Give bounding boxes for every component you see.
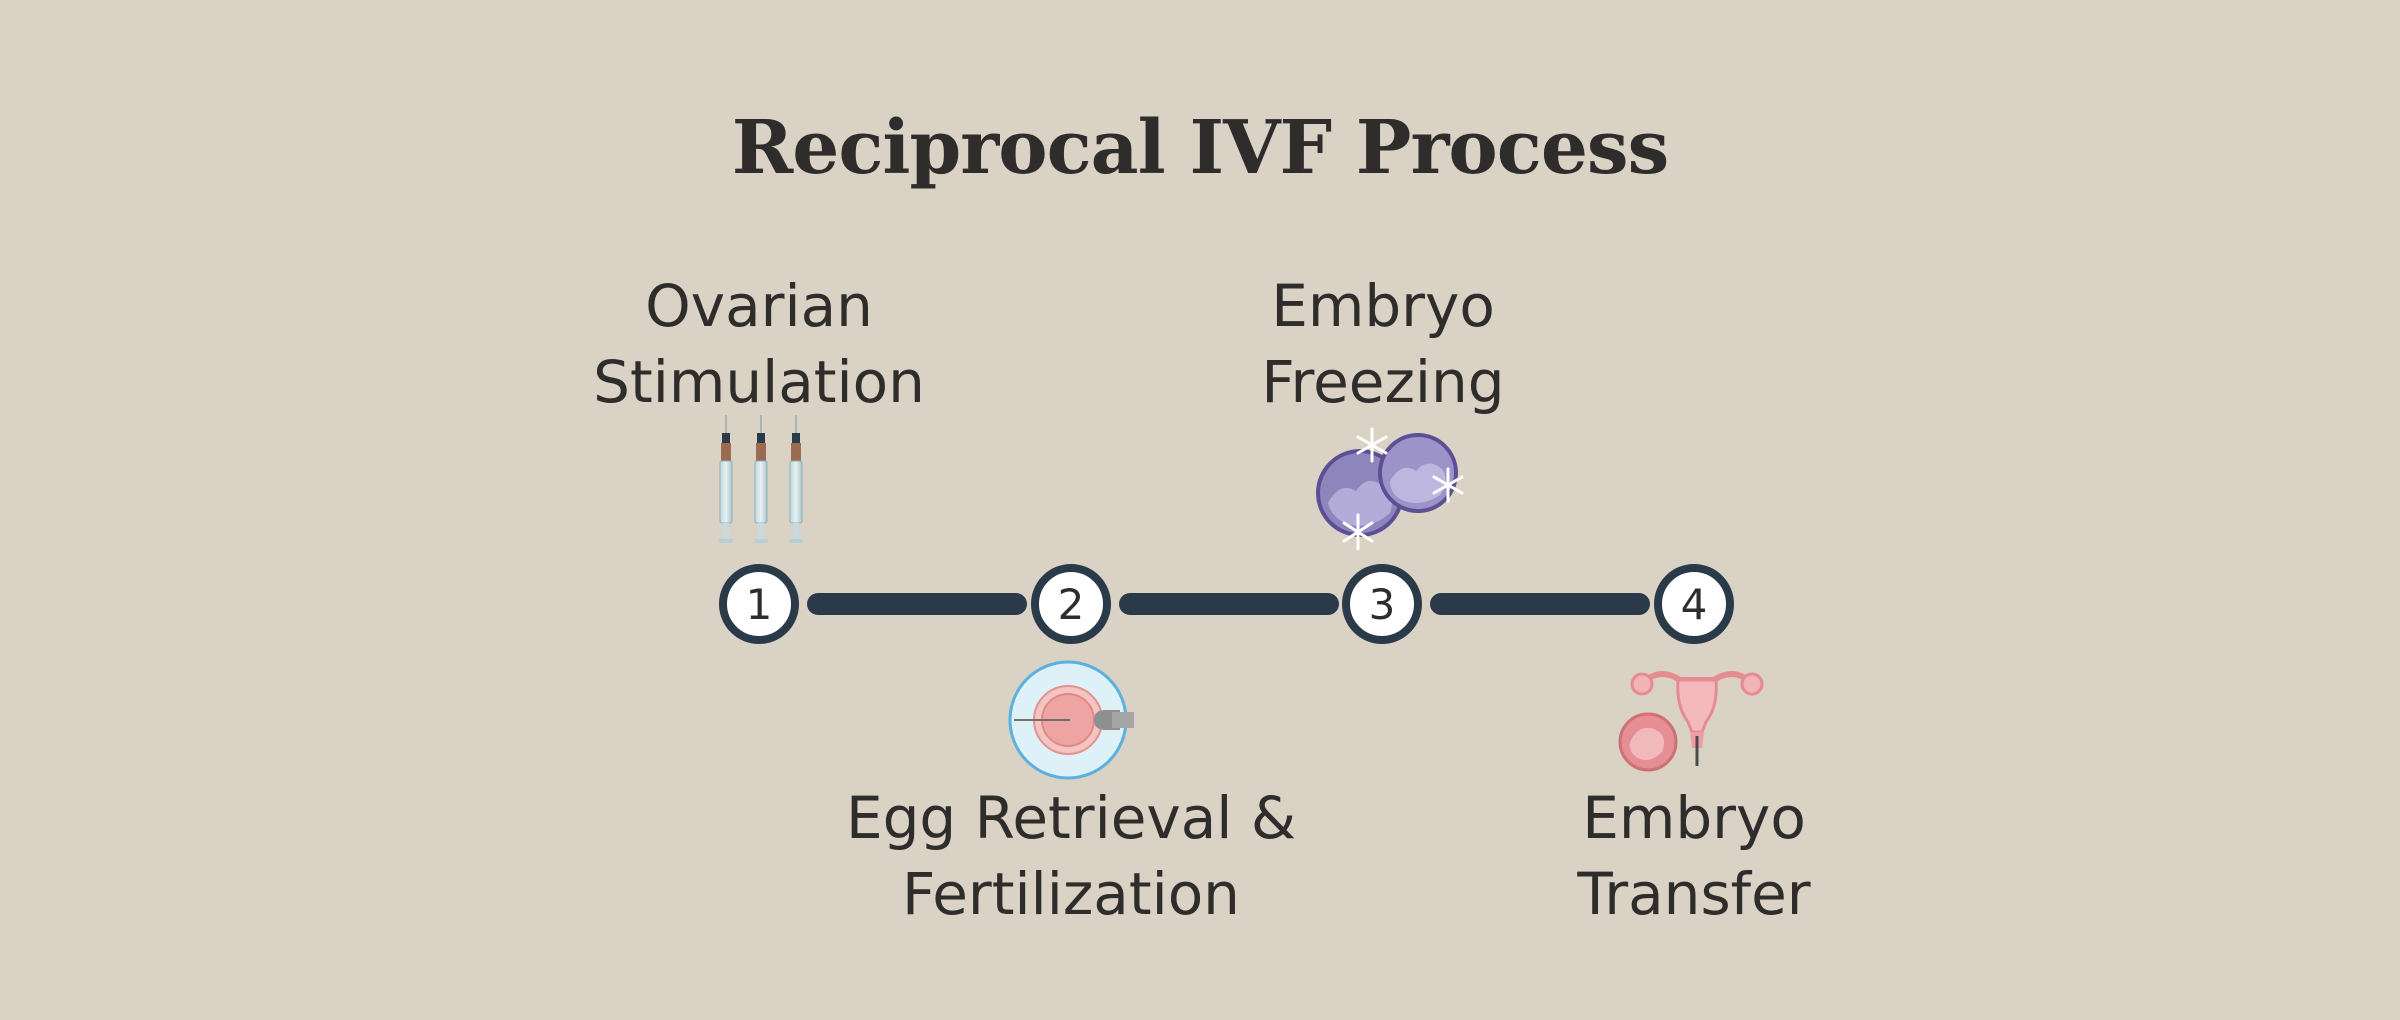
diagram-title: Reciprocal IVF Process [731,105,1670,191]
step-4-node: 4 [1654,564,1734,644]
step-2-label-line2: Fertilization [902,860,1240,928]
step-3-label-line1: Embryo [1271,272,1495,340]
snowflake-icon [1432,467,1464,503]
step-3-node: 3 [1342,564,1422,644]
frozen-embryos-icon [1316,427,1464,551]
step-1-label: Ovarian Stimulation [499,268,1019,420]
syringes-icon [719,415,803,543]
uterus-transfer-icon [1618,671,1764,772]
syringe-icon [754,415,768,543]
step-1-number: 1 [746,580,773,629]
step-1-node: 1 [719,564,799,644]
step-1-label-line2: Stimulation [593,348,925,416]
step-1-label-line1: Ovarian [645,272,873,340]
step-4-label-line2: Transfer [1577,860,1811,928]
syringe-icon [719,415,733,543]
step-4-label-line1: Embryo [1582,784,1806,852]
step-3-label-line2: Freezing [1261,348,1505,416]
snowflake-icon [1342,513,1374,551]
step-3-label: Embryo Freezing [1123,268,1643,420]
step-2-node: 2 [1031,564,1111,644]
step-4-label: Embryo Transfer [1434,780,1954,932]
egg-retrieval-icon [1008,660,1134,780]
syringe-icon [789,415,803,543]
snowflake-icon [1356,427,1388,463]
step-2-number: 2 [1058,580,1085,629]
step-3-number: 3 [1369,580,1396,629]
step-2-label: Egg Retrieval & Fertilization [811,780,1331,932]
step-2-label-line1: Egg Retrieval & [845,784,1297,852]
step-4-number: 4 [1681,580,1708,629]
